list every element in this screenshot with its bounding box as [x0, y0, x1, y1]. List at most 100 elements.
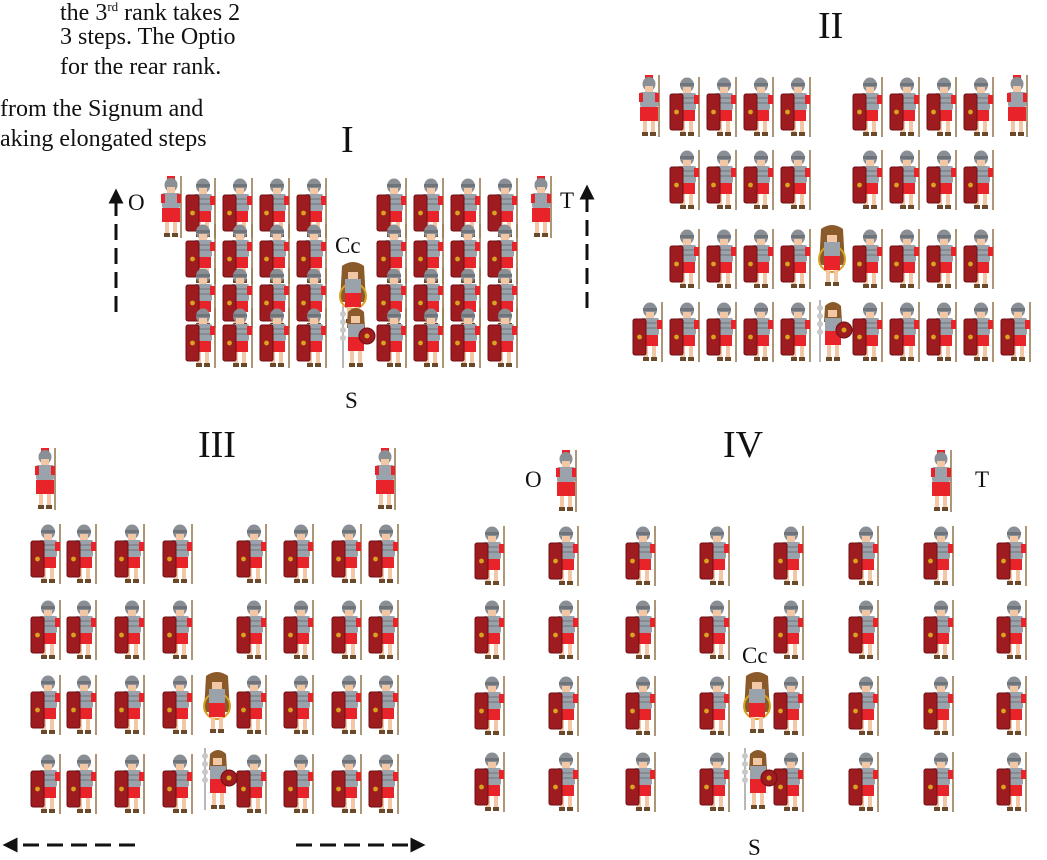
panel-II-legionary-icon-r3-c3	[743, 228, 774, 290]
panel-II-legionary-icon-r2-c7	[926, 149, 957, 211]
panel-IV-legionary-icon-r2-c6	[848, 599, 879, 661]
panel-II-front-rank-figure-icon-2	[669, 76, 700, 138]
panel-III-legionary-icon-r4-c7	[331, 753, 362, 815]
panel-IV-legionary-icon-r3-c7	[923, 675, 954, 737]
panel-IV-legionary-icon-r3-c4	[699, 675, 730, 737]
panel-II-legionary-icon-r2-c4	[780, 149, 811, 211]
panel-II-legionary-icon-r3-c2	[706, 228, 737, 290]
text-fragment-line-4: from the Signum and	[0, 96, 204, 122]
panel-II-legionary-icon-r2-c8	[963, 149, 994, 211]
panel-IV-legionary-icon-r1-c5	[773, 525, 804, 587]
panel-III-legionary-icon-r3-c4	[162, 674, 193, 736]
panel-III-legionary-icon-r1-c2	[66, 523, 97, 585]
panel-IV-legionary-icon-r2-c4	[699, 599, 730, 661]
panel-II-legionary-icon-r4-c7	[889, 301, 920, 363]
panel-II-legionary-icon-r3-c4	[780, 228, 811, 290]
panel-IV-optio-officer-icon	[555, 449, 577, 513]
panel-III-legionary-icon-r2-c8	[368, 599, 399, 661]
text-fragment-line-1: the 3rd rank takes 2	[60, 0, 241, 26]
panel-II-legionary-icon-r4-c1	[632, 301, 663, 363]
panel-II-legionary-icon-r2-c5	[852, 149, 883, 211]
panel-III-legionary-icon-r2-c7	[331, 599, 362, 661]
panel-III-legionary-icon-r4-c6	[283, 753, 314, 815]
text-fragment-line-5: aking elongated steps	[0, 126, 207, 152]
panel-title-III: III	[198, 424, 236, 466]
panel-III-optio-officer-icon	[34, 447, 56, 511]
panel-I-signifer-icon	[339, 305, 376, 369]
panel-II-front-rank-figure-icon-3	[706, 76, 737, 138]
panel-IV-legionary-icon-r3-c5	[773, 675, 804, 737]
panel-II-legionary-icon-r3-c6	[889, 228, 920, 290]
panel-III-legionary-icon-r3-c5	[236, 674, 267, 736]
panel-II-legionary-icon-r4-c10	[1000, 301, 1031, 363]
panel-II-front-rank-figure-icon-5	[780, 76, 811, 138]
panel-IV-legionary-icon-r1-c2	[548, 525, 579, 587]
panel-IV-legionary-icon-r3-c2	[548, 675, 579, 737]
panel-II-legionary-icon-r4-c9	[963, 301, 994, 363]
panel-I-tesserarius-label: T	[560, 188, 575, 213]
panel-IV-legionary-icon-r4-c4	[699, 751, 730, 813]
panel-I-signifer-label: S	[345, 388, 358, 413]
panel-III-legionary-icon-r1-c6	[283, 523, 314, 585]
panel-IV-legionary-icon-r3-c6	[848, 675, 879, 737]
panel-IV-legionary-icon-r1-c6	[848, 525, 879, 587]
panel-IV-legionary-icon-r2-c8	[996, 599, 1027, 661]
panel-III-legionary-icon-r2-c3	[114, 599, 145, 661]
panel-II-legionary-icon-r4-c4	[743, 301, 774, 363]
panel-III-legionary-icon-r2-c1	[30, 599, 61, 661]
panel-III-legionary-icon-r4-c5	[236, 753, 267, 815]
panel-IV-legionary-icon-r4-c5	[773, 751, 804, 813]
panel-II-front-rank-figure-icon-10	[1006, 74, 1028, 138]
panel-IV-tesserarius-label: T	[975, 467, 990, 492]
panel-III-legionary-icon-r2-c6	[283, 599, 314, 661]
panel-IV-legionary-icon-r4-c6	[848, 751, 879, 813]
panel-IV-cornicen-icon	[743, 671, 771, 734]
panel-III-legionary-icon-r4-c2	[66, 753, 97, 815]
panel-IV-signifer-label: S	[748, 835, 761, 860]
panel-III-tesserarius-officer-icon	[374, 447, 396, 511]
panel-III-legionary-icon-r3-c7	[331, 674, 362, 736]
panel-title-I: I	[341, 119, 354, 161]
troop-figures	[30, 74, 1031, 815]
panel-II-legionary-icon-r3-c1	[669, 228, 700, 290]
panel-II-legionary-icon-r4-c3	[706, 301, 737, 363]
panel-III-legionary-icon-r4-c1	[30, 753, 61, 815]
panel-IV-legionary-icon-r3-c1	[474, 675, 505, 737]
panel-III-legionary-icon-r1-c5	[236, 523, 267, 585]
panel-III-legionary-icon-r4-c8	[368, 753, 399, 815]
panel-III-legionary-icon-r3-c6	[283, 674, 314, 736]
panel-II-cornicen-icon	[818, 224, 846, 287]
panel-III-cornicen-icon	[203, 671, 231, 734]
panel-IV-legionary-icon-r1-c3	[625, 525, 656, 587]
panel-II-front-rank-figure-icon-8	[926, 76, 957, 138]
panel-IV-legionary-icon-r1-c8	[996, 525, 1027, 587]
panel-IV-legionary-icon-r3-c3	[625, 675, 656, 737]
panel-III-legionary-icon-r3-c2	[66, 674, 97, 736]
panel-IV-legionary-icon-r2-c2	[548, 599, 579, 661]
panel-IV-legionary-icon-r2-c5	[773, 599, 804, 661]
panel-II-legionary-icon-r4-c6	[852, 301, 883, 363]
panel-IV-legionary-icon-r3-c8	[996, 675, 1027, 737]
panel-II-legionary-icon-r3-c5	[852, 228, 883, 290]
panel-II-legionary-icon-r2-c6	[889, 149, 920, 211]
panel-IV-signifer-icon	[741, 747, 778, 811]
panel-II-legionary-icon-r2-c3	[743, 149, 774, 211]
panel-III-legionary-icon-r2-c5	[236, 599, 267, 661]
text-fragment-line-3: for the rear rank.	[60, 54, 222, 80]
panel-IV-legionary-icon-r2-c7	[923, 599, 954, 661]
text-fragment-line-2: 3 steps. The Optio	[60, 24, 236, 50]
panel-III-legionary-icon-r4-c3	[114, 753, 145, 815]
panel-II-front-rank-figure-icon-4	[743, 76, 774, 138]
panel-I-optio-label: O	[128, 190, 145, 215]
panel-IV-legionary-icon-r4-c7	[923, 751, 954, 813]
panel-II-front-rank-figure-icon-1	[638, 74, 660, 138]
panel-II-legionary-icon-r3-c8	[963, 228, 994, 290]
panel-II-signifer-icon	[816, 299, 853, 363]
panel-IV-legionary-icon-r2-c3	[625, 599, 656, 661]
panel-III-legionary-icon-r1-c3	[114, 523, 145, 585]
panel-II-front-rank-figure-icon-7	[889, 76, 920, 138]
panel-IV-legionary-icon-r4-c8	[996, 751, 1027, 813]
panel-II-front-rank-figure-icon-9	[963, 76, 994, 138]
panel-III-legionary-icon-r3-c3	[114, 674, 145, 736]
